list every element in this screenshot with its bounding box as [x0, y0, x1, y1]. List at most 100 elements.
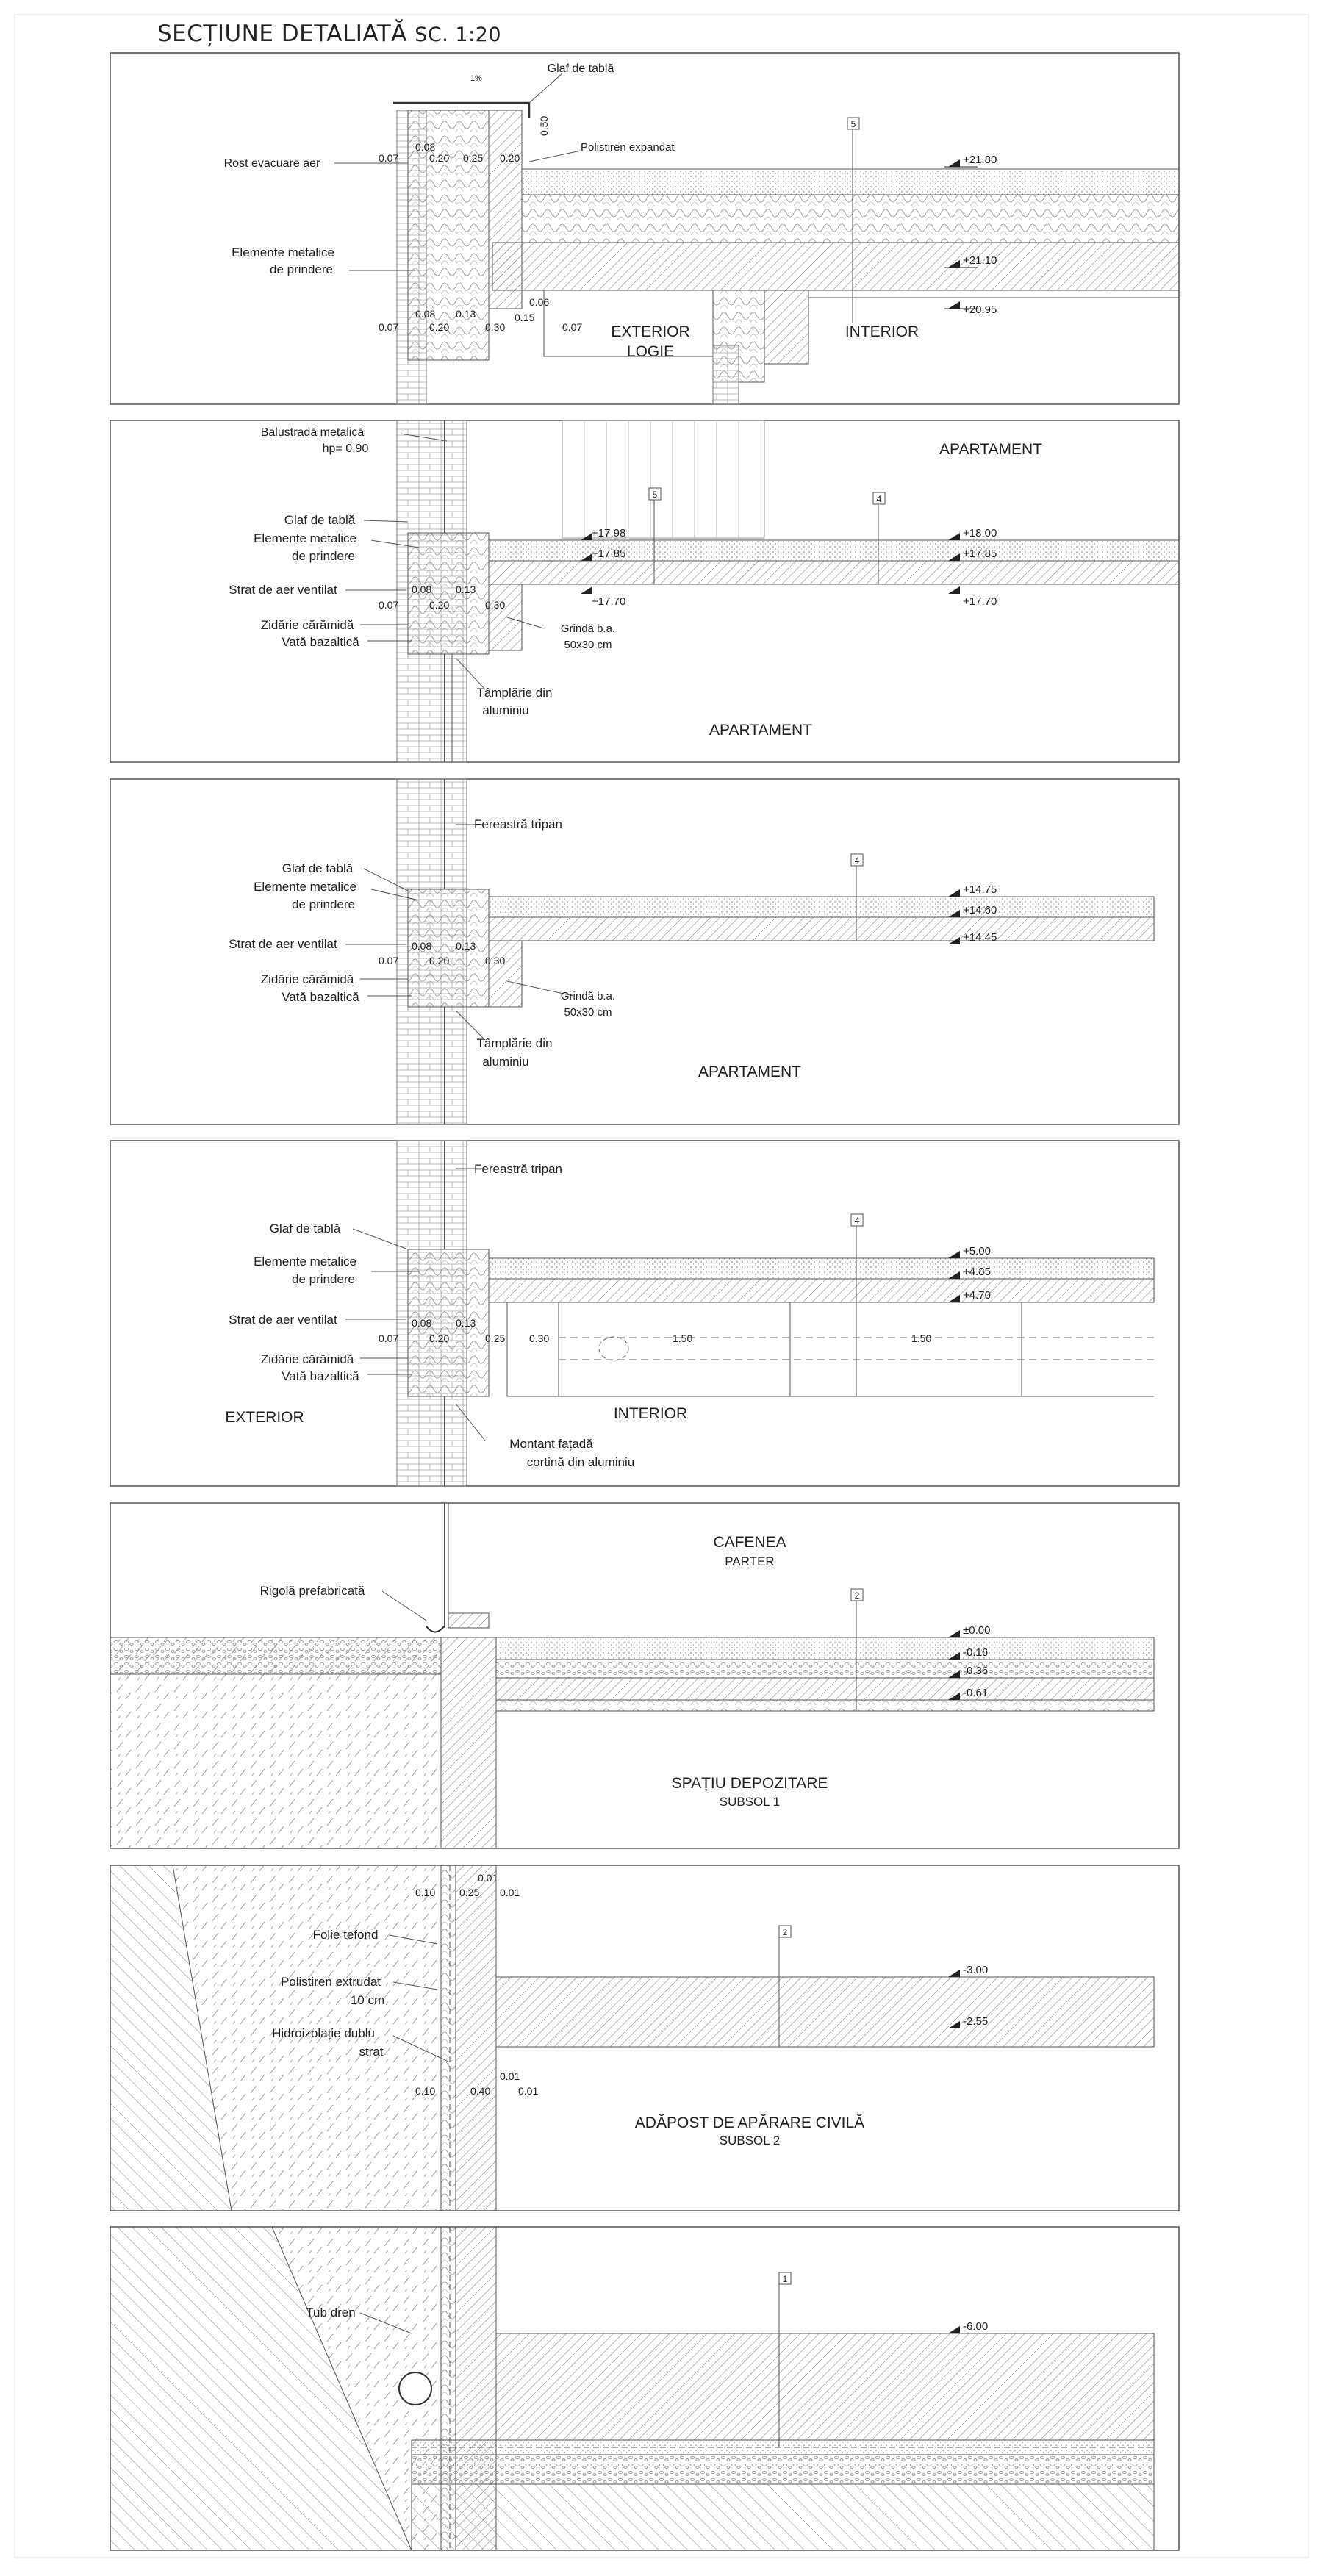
callout-vata: Vată bazaltică — [282, 1369, 359, 1383]
panel-floor-ground-ceiling: 4 EXTERIOR INTERIOR Fereastră tripan Gla… — [110, 1140, 1180, 1487]
callout-elemente: Elemente metalice — [232, 245, 334, 259]
dim: 1.50 — [673, 1332, 692, 1344]
dim: 0.20 — [500, 152, 520, 164]
level-marker: +5.00 — [948, 1245, 991, 1258]
level-text: +20.95 — [963, 304, 997, 316]
level-text: +14.45 — [963, 931, 997, 944]
drawing-title: SECȚIUNE DETALIATĂ SC. 1:20 — [157, 21, 501, 47]
callout-tamplarie: Tâmplărie din — [477, 1036, 553, 1050]
callout-aluminiu: aluminiu — [482, 703, 528, 717]
dim: 0.13 — [456, 584, 476, 595]
room-subsol-2: SUBSOL 2 — [720, 2134, 781, 2148]
dim: 0.07 — [379, 321, 398, 333]
level-marker: +14.60 — [948, 904, 997, 917]
callout-grinda-size: 50x30 cm — [564, 639, 612, 651]
callout-elemente: Elemente metalice — [254, 880, 356, 894]
callout-fereastra: Fereastră tripan — [474, 817, 562, 831]
level-marker: ±0.00 — [948, 1624, 990, 1637]
level-marker: +14.75 — [948, 883, 997, 897]
callout-aer: Strat de aer ventilat — [229, 937, 337, 951]
level-text: +21.80 — [963, 154, 997, 166]
dim: 0.20 — [429, 152, 449, 164]
dim: 0.20 — [429, 1332, 449, 1344]
dim: 0.08 — [412, 940, 431, 952]
callout-folie: Folie tefond — [313, 1928, 379, 1942]
level-text: +17.70 — [963, 595, 997, 608]
dim: 0.13 — [456, 940, 476, 952]
level-marker: -0.36 — [948, 1665, 988, 1678]
dim: 0.30 — [485, 955, 505, 966]
callout-prindere: de prindere — [270, 262, 333, 276]
callout-rost: Rost evacuare aer — [224, 157, 320, 170]
room-logie: LOGIE — [627, 343, 674, 360]
dim: 0.13 — [456, 308, 476, 320]
dim: 0.08 — [415, 308, 435, 320]
level-marker: +17.70 — [581, 586, 625, 608]
callout-vata: Vată bazaltică — [282, 635, 359, 649]
level-marker: +4.70 — [948, 1289, 991, 1302]
dim: 0.07 — [562, 321, 582, 333]
room-apartament: APARTAMENT — [939, 441, 1042, 458]
dim: 0.08 — [412, 1317, 431, 1329]
dim: 0.25 — [463, 152, 483, 164]
room-cafenea: CAFENEA — [713, 1534, 786, 1551]
dim: 0.01 — [478, 1872, 498, 1884]
callout-grinda-size: 50x30 cm — [564, 1006, 612, 1019]
level-text: +21.10 — [963, 254, 997, 267]
dim: 0.20 — [429, 321, 449, 333]
room-exterior: EXTERIOR — [611, 323, 689, 340]
callout-glaf: Glaf de tablă — [548, 62, 614, 75]
title-text: SECȚIUNE DETALIATĂ — [157, 21, 407, 47]
dim: 0.30 — [529, 1332, 549, 1344]
level-marker: -3.00 — [948, 1964, 988, 1977]
tag-4: 4 — [855, 855, 860, 866]
level-marker: +17.85 — [948, 548, 997, 561]
callout-elemente: Elemente metalice — [254, 1255, 356, 1269]
tag-2: 2 — [855, 1590, 860, 1601]
dim: 0.13 — [456, 1317, 476, 1329]
level-text: +17.85 — [963, 548, 997, 560]
room-parter: PARTER — [725, 1554, 774, 1568]
panel-floor-mid: 4 APARTAMENT Fereastră tripan Glaf de ta… — [110, 778, 1180, 1125]
tag-2: 2 — [783, 1927, 788, 1937]
level-text: +18.00 — [963, 527, 997, 539]
slope: 1% — [470, 74, 482, 83]
dim: 0.07 — [379, 1332, 398, 1344]
callout-hp: hp= 0.90 — [323, 442, 369, 455]
level-marker: -0.16 — [948, 1646, 988, 1660]
callout-strat: strat — [359, 2045, 383, 2059]
tag-5: 5 — [851, 119, 856, 129]
callout-zidarie: Zidărie cărămidă — [261, 1352, 354, 1366]
callout-polistiren-extrudat: Polistiren extrudat — [281, 1975, 381, 1989]
scale-text: SC. 1:20 — [415, 24, 502, 46]
dim: 0.30 — [485, 599, 505, 611]
callout-aluminiu: aluminiu — [482, 1055, 528, 1069]
level-text: -0.16 — [963, 1646, 988, 1659]
dim: 0.01 — [500, 1887, 520, 1898]
dim: 0.01 — [500, 2070, 520, 2082]
dim: 0.01 — [518, 2085, 538, 2097]
callout-hidroizolatie: Hidroizolație dublu — [272, 2026, 375, 2040]
level-text: +5.00 — [963, 1245, 991, 1257]
level-marker: +17.70 — [948, 586, 997, 608]
callout-montant: Montant fațadă — [509, 1437, 593, 1451]
level-marker: -6.00 — [948, 2320, 988, 2333]
tag-4: 4 — [877, 494, 882, 504]
callout-balustrada: Balustradă metalică — [261, 426, 365, 439]
dim: 0.10 — [415, 2085, 435, 2097]
level-text: +17.98 — [592, 527, 625, 539]
dim: 0.06 — [529, 296, 549, 308]
dim: 0.08 — [412, 584, 431, 595]
callout-aer: Strat de aer ventilat — [229, 583, 337, 597]
dim: 0.08 — [415, 141, 435, 153]
room-interior: INTERIOR — [614, 1405, 687, 1422]
level-marker: +14.45 — [948, 931, 997, 944]
room-interior: INTERIOR — [845, 323, 919, 340]
room-apartament: APARTAMENT — [698, 1063, 801, 1080]
level-marker: +4.85 — [948, 1266, 991, 1279]
room-spatiu-depozitare: SPAȚIU DEPOZITARE — [672, 1775, 828, 1792]
level-marker: +18.00 — [948, 527, 997, 540]
level-marker: +20.95 — [944, 301, 997, 316]
room-exterior: EXTERIOR — [225, 1409, 304, 1426]
